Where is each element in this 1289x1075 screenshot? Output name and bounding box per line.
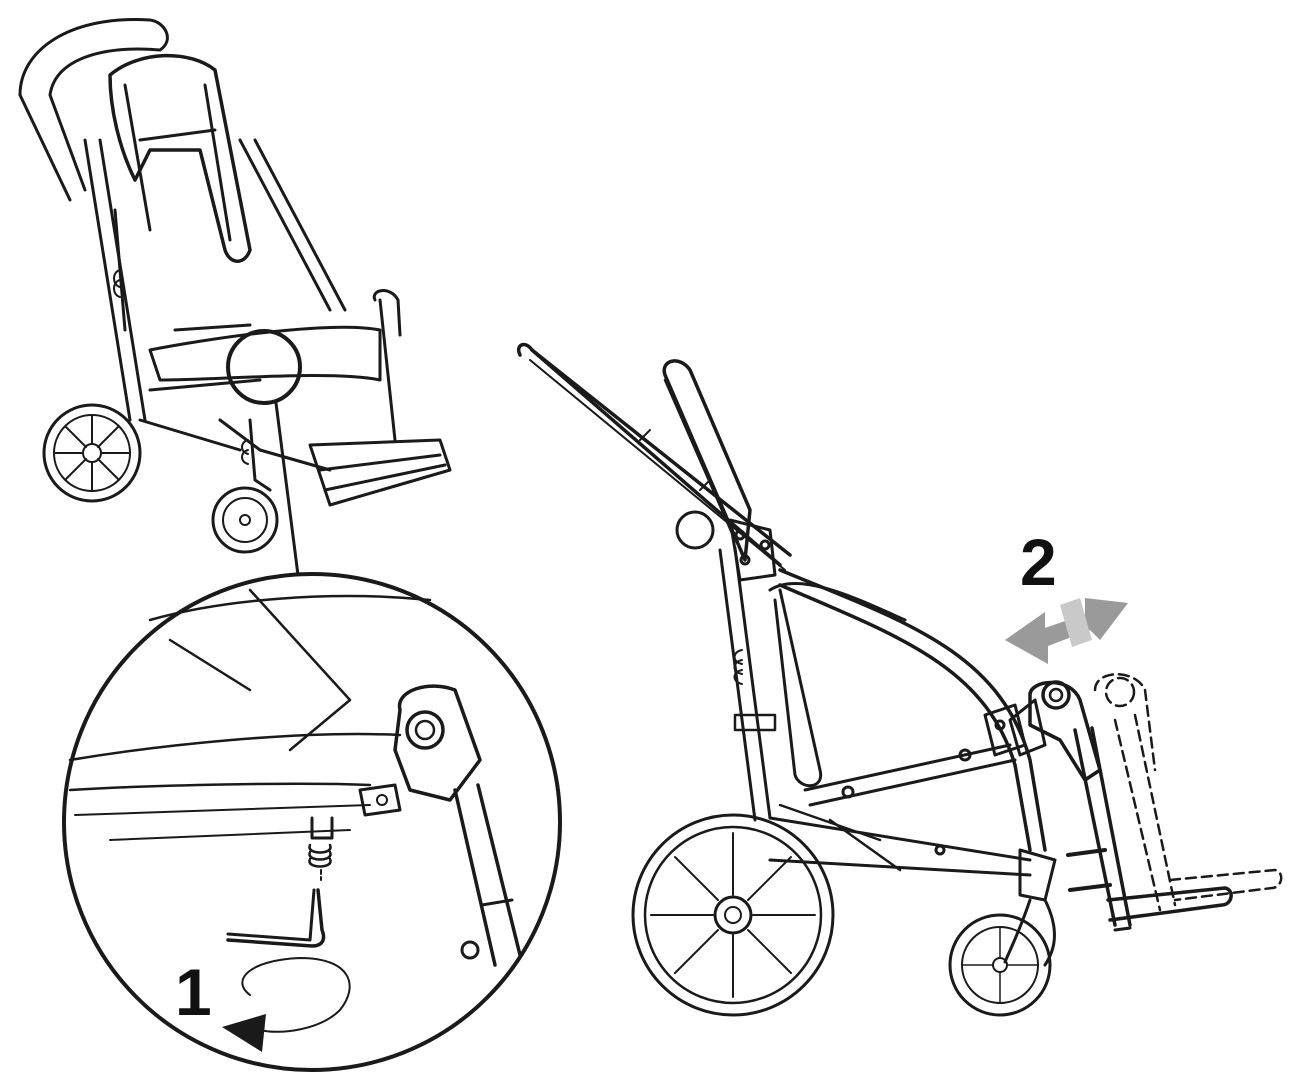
rotation-arrowhead-icon (222, 1014, 266, 1052)
slide-double-arrow-icon (1005, 598, 1128, 664)
step-2-label: 2 (1020, 525, 1057, 599)
detail-zoom-circle (62, 572, 562, 1072)
stroller-front-view (18, 18, 452, 577)
step-1-label: 1 (175, 955, 212, 1029)
stroller-side-view (517, 342, 1283, 1017)
